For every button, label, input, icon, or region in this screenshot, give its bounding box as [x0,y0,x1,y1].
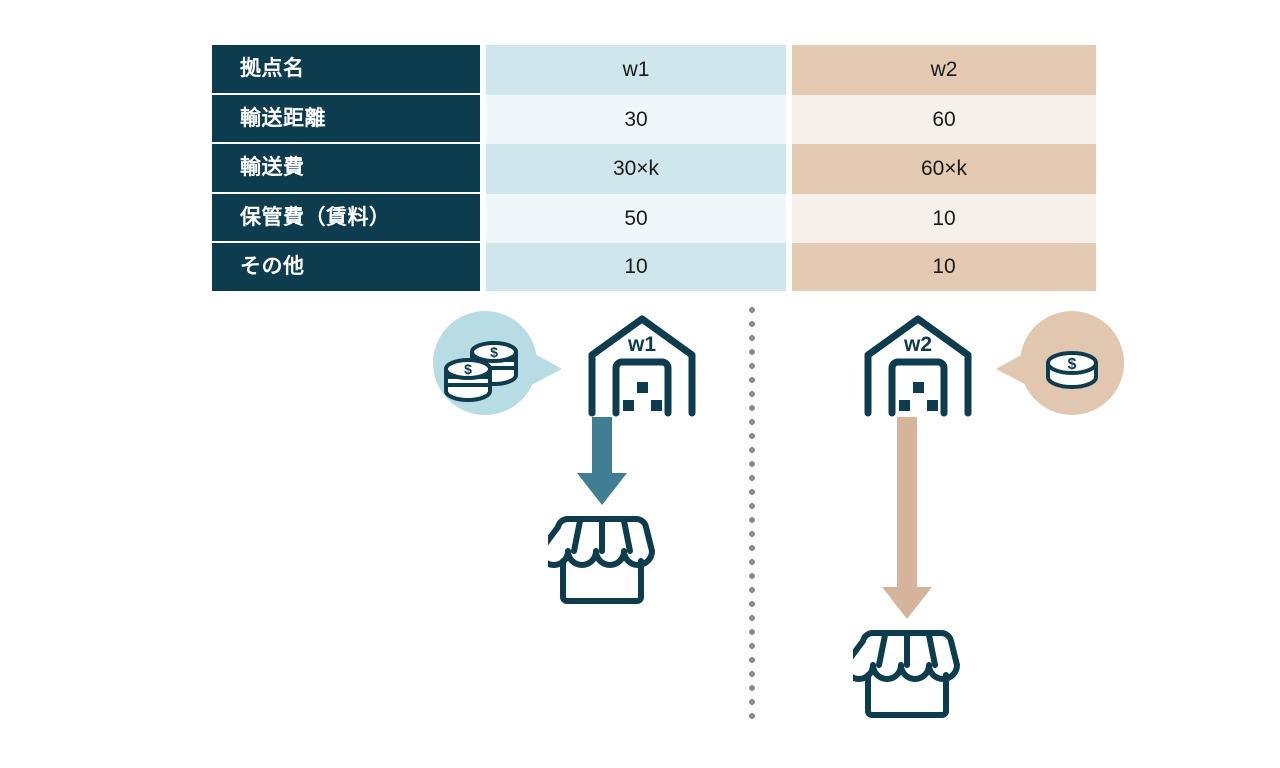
svg-text:$: $ [490,344,498,360]
warehouse-comparison-diagram: $ $ w1 [0,295,1280,768]
store-icon-w1 [548,516,655,604]
cell-w1-transport-distance: 30 [486,94,786,144]
svg-text:$: $ [1068,356,1077,373]
warehouse-icon-w1 [588,315,696,417]
coin-stack-icon: $ $ [444,341,518,402]
store-icon-w2 [853,630,960,718]
transport-arrow-w1 [577,417,627,505]
table-row: 保管費（賃料） 50 10 [212,193,1096,243]
cell-w1-storage-cost: 50 [486,193,786,243]
cell-w1-transport-cost: 30×k [486,144,786,194]
warehouse-label-w2: w2 [903,333,932,356]
cell-w1-other: 10 [486,243,786,291]
warehouse-dots-w2 [899,382,938,411]
cell-w2-transport-distance: 60 [792,94,1096,144]
table-row: 輸送費 30×k 60×k [212,144,1096,194]
row-label-transport-distance: 輸送距離 [212,94,480,144]
column-header-w2: w2 [792,45,1096,95]
column-spacer [786,243,792,291]
warehouse-icon-w2 [864,315,972,417]
table-row: 拠点名 w1 w2 [212,45,1096,95]
row-label-transport-cost: 輸送費 [212,144,480,194]
svg-text:$: $ [464,361,472,377]
row-label-other: その他 [212,243,480,291]
warehouse-dots-w1 [623,382,662,411]
column-header-w1: w1 [486,45,786,95]
dotted-divider [749,307,755,727]
column-spacer [786,94,792,144]
cell-w2-transport-cost: 60×k [792,144,1096,194]
cost-comparison-table: 拠点名 w1 w2 輸送距離 30 60 輸送費 30×k 60×k 保管費（賃… [212,45,1096,291]
row-label-storage-cost: 保管費（賃料） [212,193,480,243]
row-label-site-name: 拠点名 [212,45,480,95]
column-spacer [480,45,486,95]
column-spacer [786,193,792,243]
transport-arrow-w2 [882,417,932,619]
cell-w2-storage-cost: 10 [792,193,1096,243]
column-spacer [480,193,486,243]
column-spacer [480,94,486,144]
panel-w2: w2 $ [760,295,1140,768]
w1-warehouse-with-money-bubble: $ $ w1 [433,311,696,417]
coin-icon: $ [1046,351,1098,389]
panel-w1: $ $ w1 [380,295,750,768]
w2-warehouse-with-money-bubble: w2 $ [864,311,1124,417]
column-spacer [786,45,792,95]
column-spacer [786,144,792,194]
column-spacer [480,243,486,291]
table-row: 輸送距離 30 60 [212,94,1096,144]
table-row: その他 10 10 [212,243,1096,291]
column-spacer [480,144,486,194]
cell-w2-other: 10 [792,243,1096,291]
warehouse-label-w1: w1 [627,333,656,356]
